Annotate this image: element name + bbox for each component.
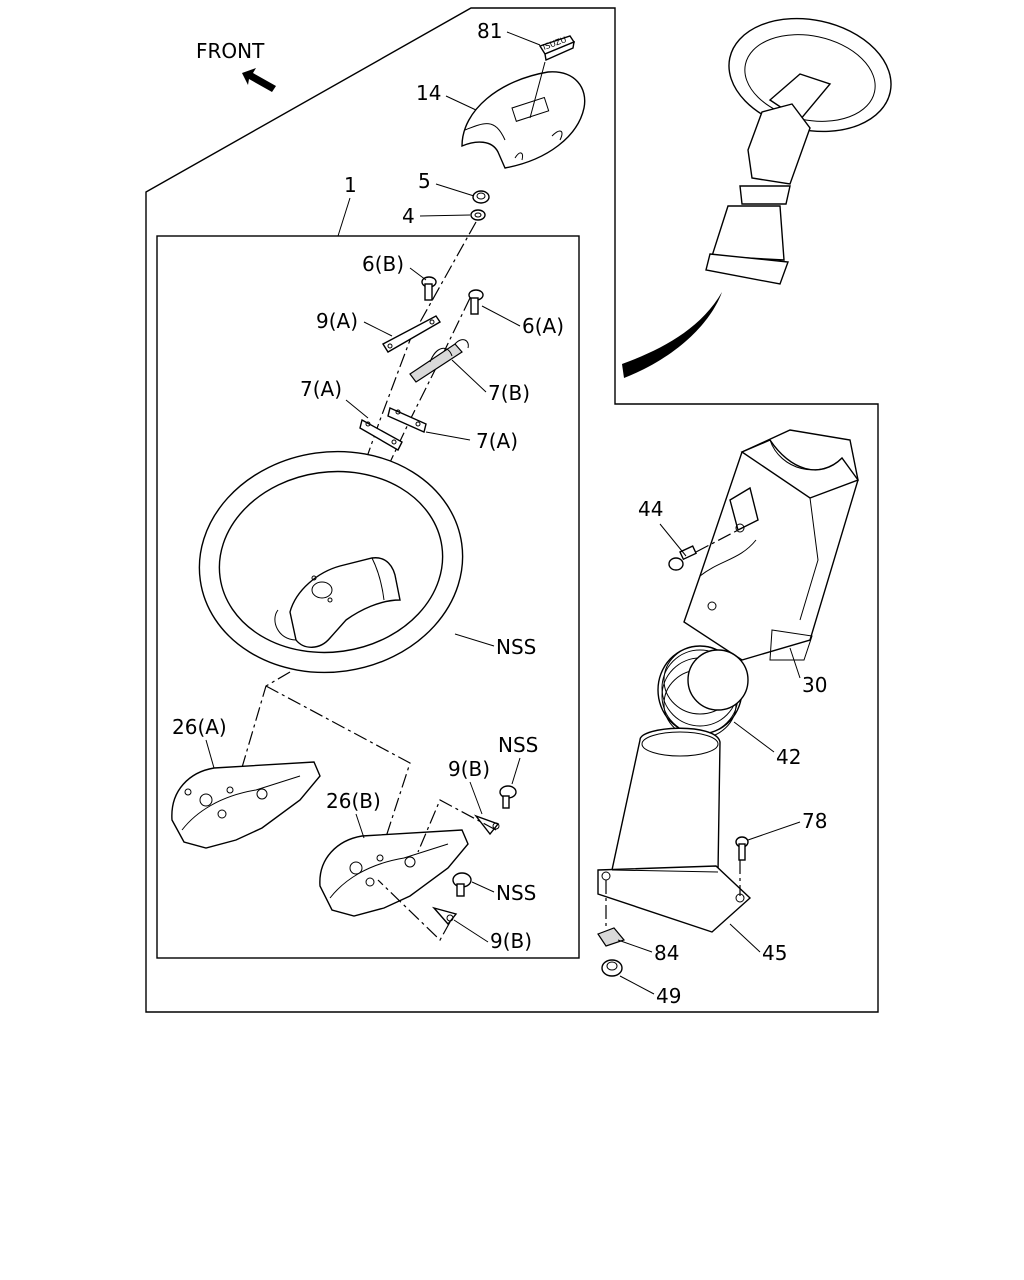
assembly-box (156, 235, 580, 959)
part-26b-switch (319, 829, 469, 917)
callout-1: 1 (344, 173, 357, 197)
part-45-boot-base (597, 727, 752, 933)
part-7a-plate-lower (359, 418, 403, 451)
callout-49: 49 (656, 984, 681, 1008)
part-7a-plate-upper (387, 407, 427, 433)
part-nss-screw-bottom (452, 872, 472, 897)
part-49-nut (601, 959, 623, 977)
part-44-screw (668, 545, 697, 571)
callout-7a-right: 7(A) (476, 429, 518, 453)
callout-nss-wheel: NSS (496, 635, 536, 659)
callout-4: 4 (402, 204, 415, 228)
callout-9b-top: 9(B) (448, 757, 490, 781)
callout-45: 45 (762, 941, 787, 965)
part-9a-plate (382, 315, 441, 353)
part-4-washer (470, 209, 486, 221)
part-5-nut (472, 190, 490, 204)
part-6a-bolt (468, 289, 484, 315)
part-14-horn-cover (461, 61, 586, 169)
part-30-column-cover (683, 429, 860, 661)
part-9b-clip-bottom (431, 906, 458, 926)
callout-6b: 6(B) (362, 252, 404, 276)
front-indicator: FRONT (196, 39, 276, 92)
callout-7b: 7(B) (488, 381, 530, 405)
part-84-washer (597, 927, 626, 947)
overview-sketch (622, 17, 892, 378)
callout-9a: 9(A) (316, 309, 358, 333)
callout-42: 42 (776, 745, 801, 769)
callout-44: 44 (638, 497, 663, 521)
part-26a-switch (171, 761, 321, 849)
steering-wheel (198, 450, 464, 674)
callout-9b-bottom: 9(B) (490, 929, 532, 953)
part-42-bellows (657, 645, 749, 739)
callout-5: 5 (418, 169, 431, 193)
part-7b-spring (409, 339, 469, 383)
callout-81: 81 (477, 19, 502, 43)
callout-7a-left: 7(A) (300, 377, 342, 401)
callout-26b: 26(B) (326, 789, 381, 813)
part-78-bolt (735, 836, 749, 861)
callout-6a: 6(A) (522, 314, 564, 338)
callout-nss-bottom: NSS (496, 881, 536, 905)
callout-30: 30 (802, 673, 827, 697)
callout-84: 84 (654, 941, 679, 965)
part-81-badge: ISUZU (538, 35, 576, 62)
callout-14: 14 (416, 81, 441, 105)
part-nss-screw-top (499, 785, 517, 809)
front-label: FRONT (196, 39, 265, 63)
callout-26a: 26(A) (172, 715, 227, 739)
outer-frame (145, 7, 879, 1013)
callout-nss-top: NSS (498, 733, 538, 757)
callout-78: 78 (802, 809, 827, 833)
front-arrow-icon (242, 68, 276, 92)
